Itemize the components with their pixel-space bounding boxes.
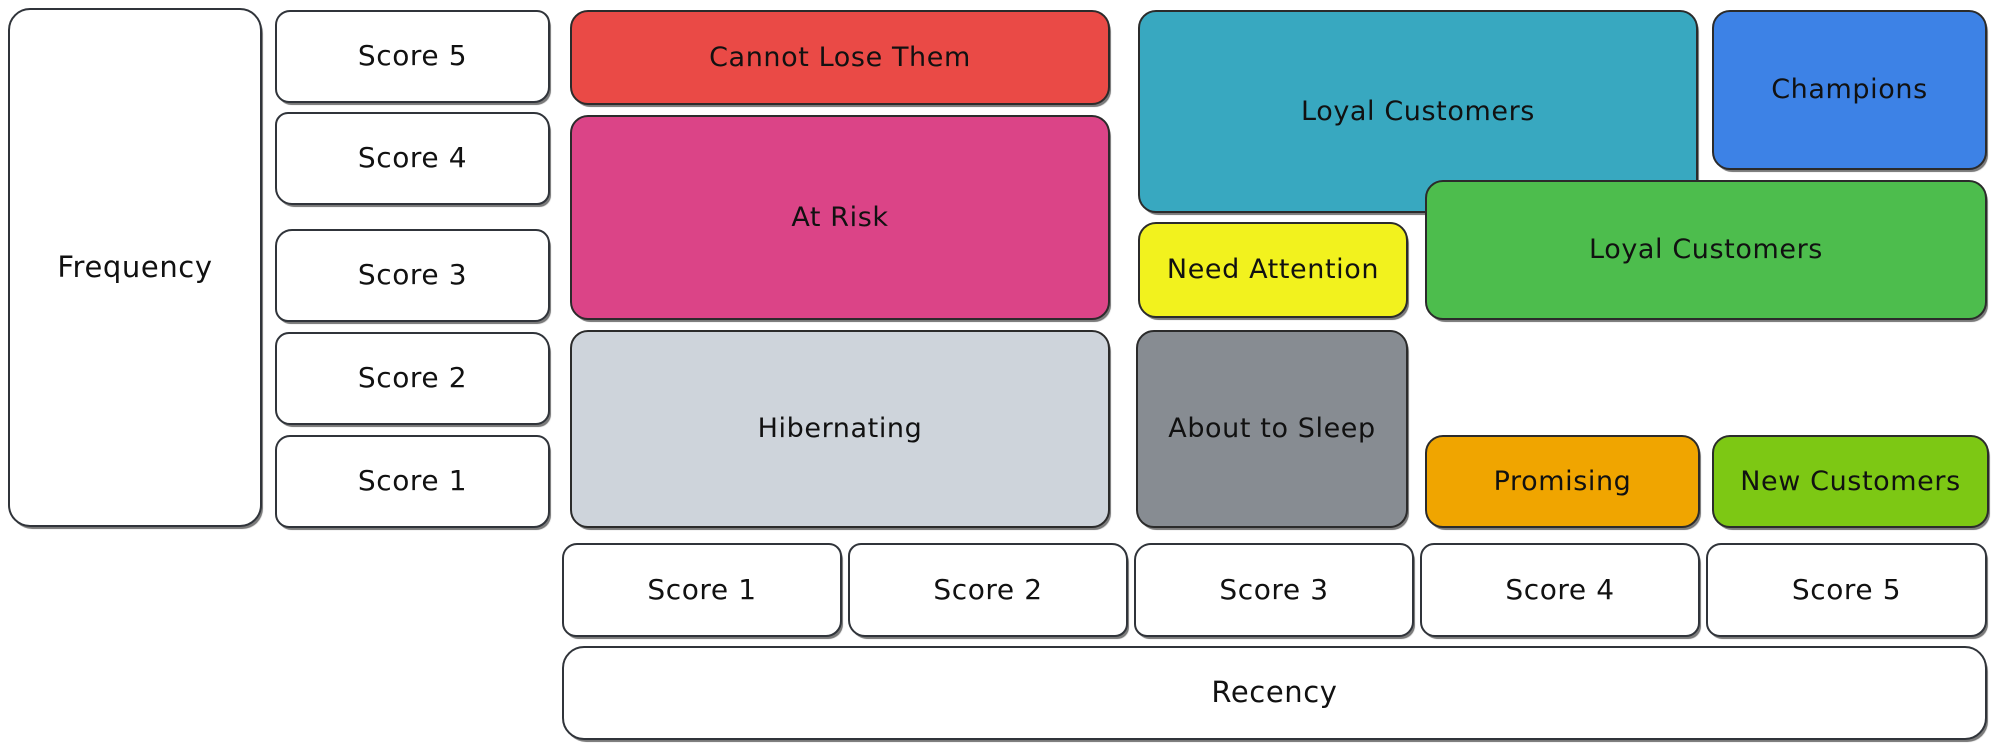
recency-score-4: Score 4 — [1420, 543, 1700, 637]
segment-label: At Risk — [791, 201, 889, 233]
frequency-score-5: Score 5 — [275, 10, 550, 103]
segment-label: Loyal Customers — [1589, 234, 1823, 266]
segment-promising[interactable]: Promising — [1425, 435, 1700, 528]
frequency-score-4: Score 4 — [275, 112, 550, 205]
segment-at-risk[interactable]: At Risk — [570, 115, 1110, 320]
segment-hibernating[interactable]: Hibernating — [570, 330, 1110, 528]
segment-label: New Customers — [1740, 465, 1961, 497]
segment-label: Need Attention — [1166, 254, 1380, 286]
recency-score-5: Score 5 — [1706, 543, 1987, 637]
recency-score-2: Score 2 — [848, 543, 1128, 637]
frequency-axis-label: Frequency — [8, 8, 262, 527]
segment-new-customers[interactable]: New Customers — [1712, 435, 1989, 528]
segment-label: Loyal Customers — [1301, 95, 1535, 127]
recency-score-1: Score 1 — [562, 543, 842, 637]
frequency-score-1: Score 1 — [275, 435, 550, 528]
segment-about-to-sleep[interactable]: About to Sleep — [1136, 330, 1408, 528]
segment-need-attention[interactable]: Need Attention — [1138, 222, 1408, 318]
frequency-score-2: Score 2 — [275, 332, 550, 425]
segment-label: About to Sleep — [1168, 413, 1376, 445]
recency-axis-label: Recency — [562, 646, 1987, 740]
segment-label: Champions — [1771, 74, 1928, 106]
recency-score-3: Score 3 — [1134, 543, 1414, 637]
segment-loyal-customers-green[interactable]: Loyal Customers — [1425, 180, 1987, 320]
segment-label: Hibernating — [757, 413, 923, 445]
segment-label: Cannot Lose Them — [709, 41, 971, 73]
frequency-score-3: Score 3 — [275, 229, 550, 322]
segment-cannot-lose-them[interactable]: Cannot Lose Them — [570, 10, 1110, 105]
segment-champions[interactable]: Champions — [1712, 10, 1987, 170]
segment-label: Promising — [1493, 465, 1632, 497]
